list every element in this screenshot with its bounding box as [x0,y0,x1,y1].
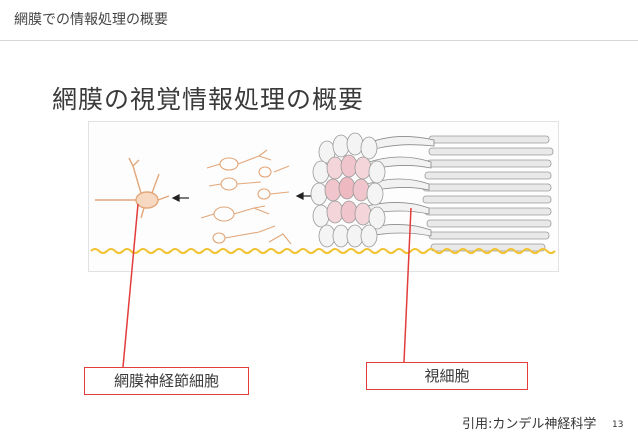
slide-title: 網膜の視覚情報処理の概要 [52,85,365,114]
page-number: 13 [612,420,624,430]
ganglion-cell-label: 網膜神経節細胞 [84,367,249,395]
retina-illustration [88,121,559,272]
photoreceptor-label: 視細胞 [366,362,528,390]
signal-arrow-1 [171,194,189,202]
header-bar: 網膜での情報処理の概要 [0,0,638,41]
ganglion-cell-drawing [95,157,170,219]
light-wave [90,248,556,254]
rod-outer-segments [422,135,554,252]
photoreceptor-array-drawing [310,132,554,252]
retina-diagram-svg [90,132,556,254]
bipolar-cells-drawing [200,149,292,245]
cone-cross-section [310,132,386,248]
photoreceptor-inner-segments [366,136,435,237]
header-title: 網膜での情報処理の概要 [14,12,168,28]
citation: 引用:カンデル神経科学 [462,417,597,432]
